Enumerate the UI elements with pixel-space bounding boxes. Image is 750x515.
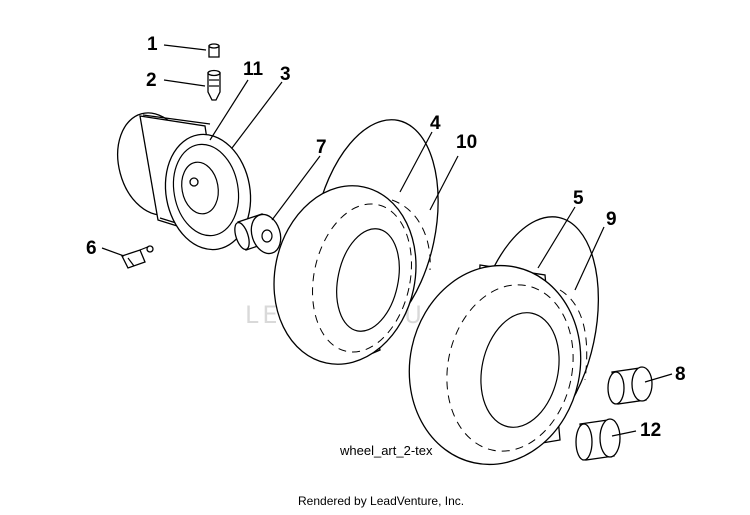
- diagram-caption: wheel_art_2-tex: [339, 443, 433, 458]
- grease-fitting-part[interactable]: [121, 245, 154, 269]
- callout-11[interactable]: 11: [243, 59, 264, 80]
- callout-1[interactable]: 1: [147, 34, 158, 55]
- callout-10[interactable]: 10: [456, 132, 477, 153]
- callout-7[interactable]: 7: [316, 137, 327, 158]
- leader-lines: [101, 44, 673, 437]
- callouts: 1 2 11 3 7 4 10 5 9 6 8 12: [86, 34, 686, 441]
- callout-12[interactable]: 12: [640, 420, 661, 441]
- flanged-bushing-part[interactable]: [232, 211, 286, 258]
- valve-cap-part[interactable]: [208, 43, 220, 58]
- callout-3[interactable]: 3: [280, 64, 291, 85]
- callout-9[interactable]: 9: [606, 209, 617, 230]
- valve-stem-part[interactable]: [207, 69, 221, 101]
- bearing-part-8[interactable]: [607, 366, 653, 405]
- rim-part[interactable]: [107, 104, 260, 256]
- footer-credit: Rendered by LeadVenture, Inc.: [298, 494, 464, 508]
- callout-5[interactable]: 5: [573, 188, 584, 209]
- front-tire-part[interactable]: [258, 108, 457, 378]
- callout-4[interactable]: 4: [430, 113, 441, 134]
- callout-6[interactable]: 6: [86, 238, 97, 259]
- callout-2[interactable]: 2: [146, 70, 157, 91]
- rear-tire-part[interactable]: [391, 205, 618, 480]
- callout-8[interactable]: 8: [675, 364, 686, 385]
- bearing-part-12[interactable]: [575, 418, 621, 461]
